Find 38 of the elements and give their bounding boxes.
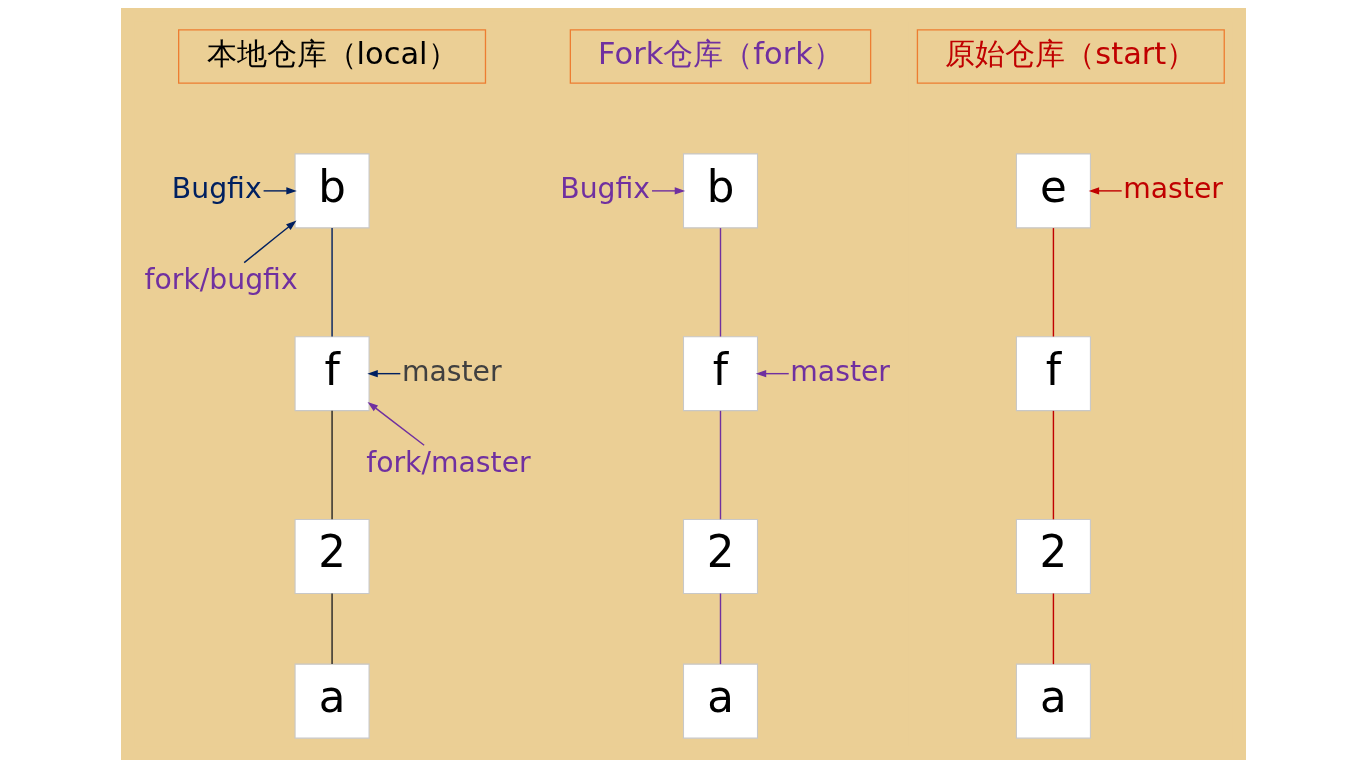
connector: [719, 410, 721, 520]
node-box: 2: [682, 518, 758, 594]
node-box: e: [1015, 153, 1091, 229]
arrow: [366, 370, 401, 378]
node-box: f: [294, 336, 370, 412]
arrow: [1088, 187, 1122, 195]
connector: [1052, 227, 1054, 338]
node-box: b: [682, 153, 758, 229]
connector: [330, 227, 333, 338]
node-text: master: [1122, 171, 1223, 205]
node-text: Bugfix: [171, 171, 262, 205]
connector: [719, 592, 721, 665]
node-box: 2: [1015, 518, 1091, 594]
connector: [719, 227, 721, 338]
node-box: 本地仓库（local）: [177, 29, 486, 84]
node-text: fork/master: [365, 445, 531, 479]
node-box: f: [1015, 336, 1091, 412]
node-box: a: [294, 663, 370, 739]
node-box: 2: [294, 518, 370, 594]
arrow: [243, 220, 296, 264]
node-box: Fork仓库（fork）: [569, 29, 871, 84]
arrow: [650, 187, 685, 195]
connector: [1052, 592, 1054, 665]
connector: [330, 592, 333, 665]
arrow: [755, 370, 789, 378]
node-box: f: [682, 336, 758, 412]
arrow: [262, 187, 297, 195]
node-box: a: [1015, 663, 1091, 739]
node-box: a: [682, 663, 758, 739]
node-text: master: [401, 354, 502, 388]
connector: [1052, 410, 1054, 520]
connector: [330, 410, 333, 520]
node-box: b: [294, 153, 370, 229]
node-box: 原始仓库（start）: [916, 29, 1225, 84]
node-text: master: [789, 354, 890, 388]
node-text: fork/bugfix: [144, 263, 298, 297]
arrow: [367, 401, 425, 446]
node-text: Bugfix: [559, 171, 650, 205]
